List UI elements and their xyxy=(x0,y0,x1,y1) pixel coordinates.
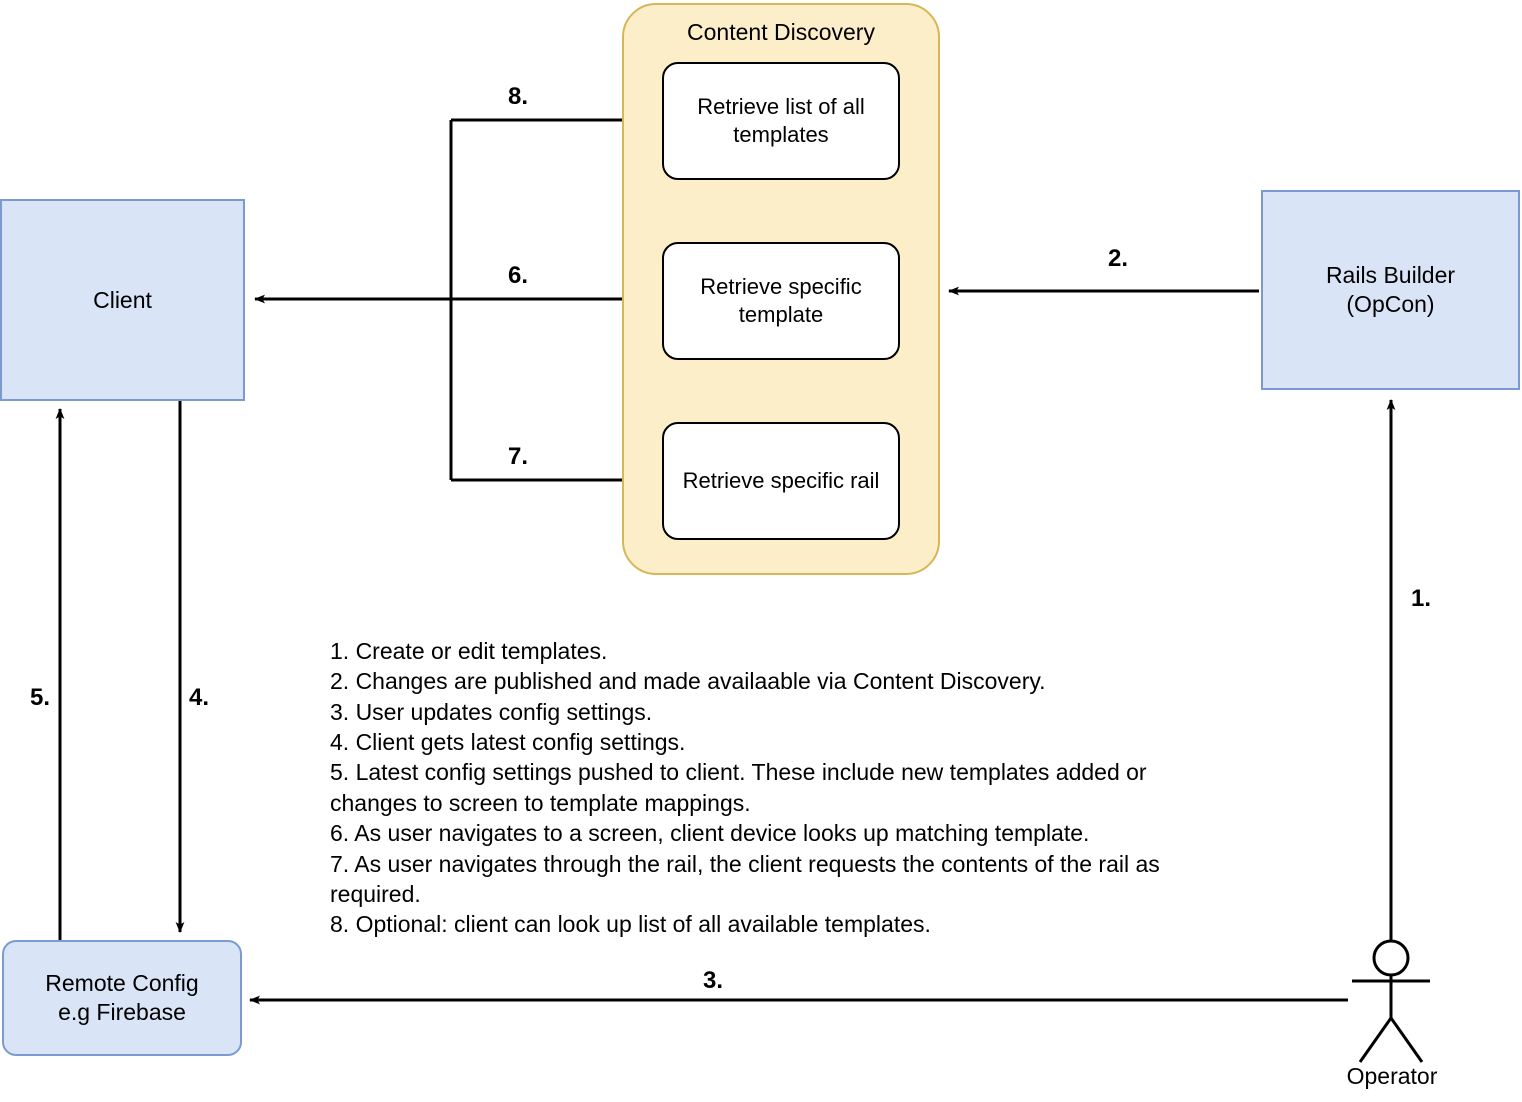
edge-label-2: 2. xyxy=(1108,245,1129,272)
legend-item-7: 7. As user navigates through the rail, t… xyxy=(330,850,1167,907)
content-discovery-title: Content Discovery xyxy=(687,19,875,45)
legend-item-2: 2. Changes are published and made availa… xyxy=(330,668,1046,695)
edge-label-1: 1. xyxy=(1411,585,1432,612)
legend-item-5: 5. Latest config settings pushed to clie… xyxy=(330,759,1153,816)
edge-label-3: 3. xyxy=(703,967,724,994)
node-retrieve-specific-template[interactable]: Retrieve specific template xyxy=(662,242,900,360)
node-client[interactable]: Client xyxy=(0,199,245,401)
legend-item-3: 3. User updates config settings. xyxy=(330,698,653,725)
node-retrieve-all-templates[interactable]: Retrieve list of all templates xyxy=(662,62,900,180)
operator-icon xyxy=(1352,939,1430,1063)
node-retrieve-specific-rail[interactable]: Retrieve specific rail xyxy=(662,422,900,540)
operator-label: Operator xyxy=(1346,1063,1438,1089)
legend-item-4: 4. Client gets latest config settings. xyxy=(330,729,686,756)
legend-item-8: 8. Optional: client can look up list of … xyxy=(330,911,931,938)
edge-label-8: 8. xyxy=(508,83,529,110)
edge-label-5: 5. xyxy=(30,684,51,711)
edge-label-7: 7. xyxy=(508,443,529,470)
legend-item-1: 1. Create or edit templates. xyxy=(330,638,608,664)
edge-label-6: 6. xyxy=(508,262,529,289)
node-rails-builder[interactable]: Rails Builder (OpCon) xyxy=(1261,190,1520,390)
edge-label-4: 4. xyxy=(189,684,210,711)
node-remote-config[interactable]: Remote Config e.g Firebase xyxy=(2,940,242,1056)
legend-item-6: 6. As user navigates to a screen, client… xyxy=(330,820,1090,847)
legend-list: 1. Create or edit templates. 2. Changes … xyxy=(330,636,1210,940)
